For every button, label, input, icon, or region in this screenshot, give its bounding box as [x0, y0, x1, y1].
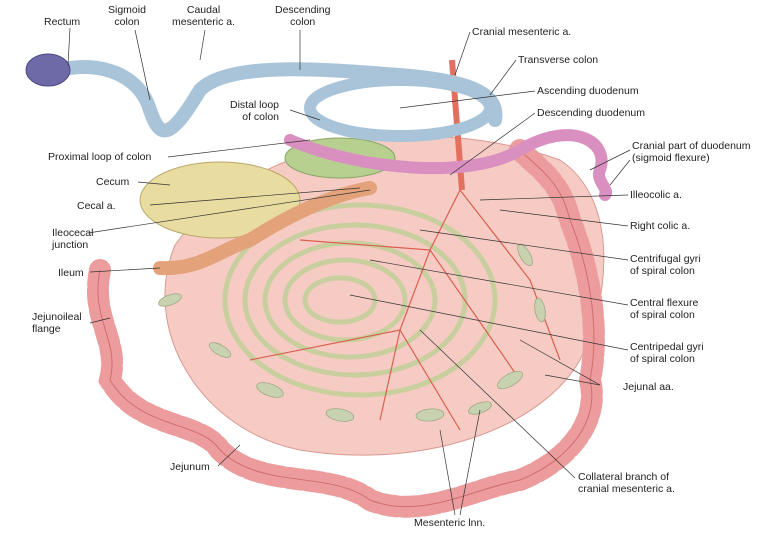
label-jejunum: Jejunum [170, 461, 210, 473]
jejunum-coils-outline [97, 149, 595, 508]
label-ascending-duodenum: Ascending duodenum [537, 85, 639, 97]
label-mesenteric-lnn: Mesenteric lnn. [414, 517, 486, 529]
label-descending-colon: Descending colon [275, 4, 331, 28]
label-cecal: Cecal a. [77, 200, 116, 212]
label-descending-duodenum: Descending duodenum [537, 107, 645, 119]
label-transverse-colon: Transverse colon [518, 54, 599, 66]
label-centrifugal-gyri: Centrifugal gyri of spiral colon [630, 253, 701, 277]
mesenteric-lymph-nodes [158, 243, 546, 422]
duodenum [284, 129, 612, 201]
ileum [153, 181, 377, 276]
mesenteric-arteries [249, 189, 561, 431]
label-sigmoid-colon: Sigmoid colon [108, 4, 146, 28]
label-central-flexure: Central flexure of spiral colon [630, 297, 699, 321]
label-distal-loop: Distal loop of colon [230, 99, 280, 123]
label-right-colic: Right colic a. [630, 220, 691, 232]
label-cecum: Cecum [96, 176, 130, 188]
label-rectum: Rectum [44, 16, 81, 28]
label-jejunal-aa: Jejunal aa. [623, 381, 674, 393]
label-proximal-loop: Proximal loop of colon [48, 151, 152, 163]
label-ileum: Ileum [58, 267, 84, 279]
label-centripedal-gyri: Centripedal gyri of spiral colon [630, 341, 704, 365]
label-jejunoileal-flange: Jejunoileal flange [32, 311, 82, 335]
descending-colon [53, 59, 503, 138]
label-ileocolic: Illeocolic a. [630, 189, 682, 201]
leader-lines [67, 27, 631, 516]
label-ileocecal-junction: Ileocecal junction [52, 227, 94, 251]
label-collateral-branch: Collateral branch of cranial mesenteric … [578, 471, 675, 495]
label-cranial-mesenteric: Cranial mesenteric a. [472, 26, 572, 38]
label-caudal-mesenteric: Caudal mesenteric a. [172, 4, 236, 28]
label-cranial-duodenum: Cranial part of duodenum (sigmoid flexur… [632, 140, 751, 164]
rectum [25, 53, 71, 87]
